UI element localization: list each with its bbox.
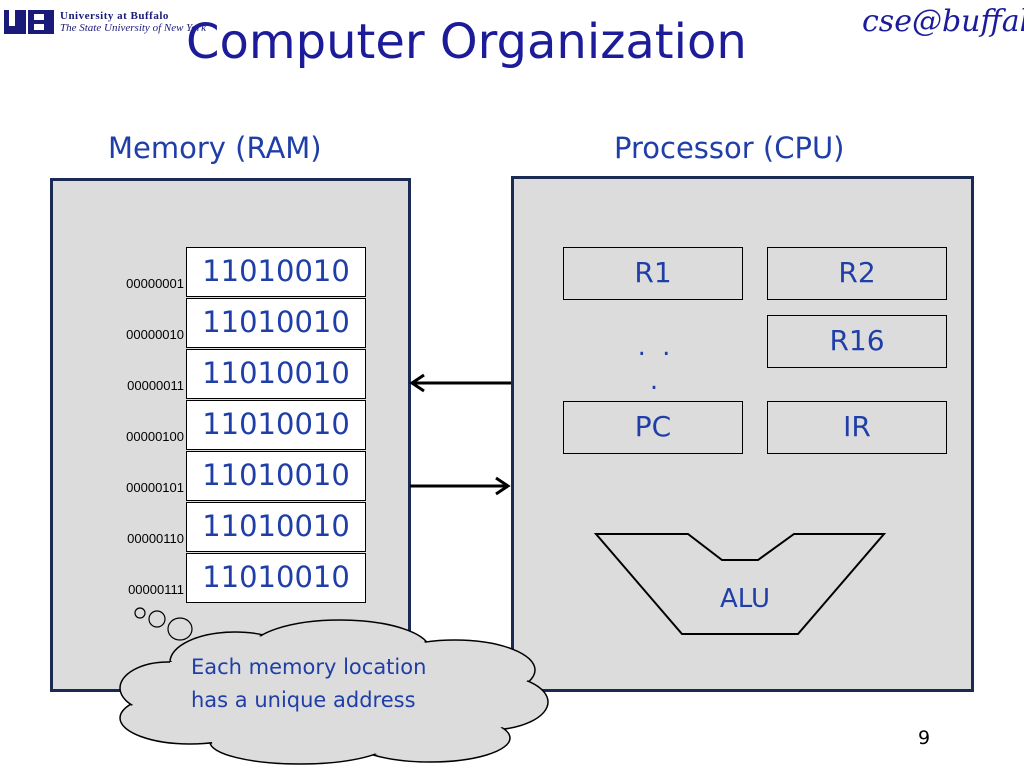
register-r2: R2 [767,247,947,300]
processor-heading: Processor (CPU) [614,131,845,165]
register-pc: PC [563,401,743,454]
memory-cell-5: 11010010 [186,451,366,501]
callout-text: Each memory location has a unique addres… [191,655,427,712]
register-r16: R16 [767,315,947,368]
memory-address-1: 00000001 [126,276,184,291]
register-r1: R1 [563,247,743,300]
memory-cell-7: 11010010 [186,553,366,603]
memory-cell-6: 11010010 [186,502,366,552]
ub-subtitle: The State University of New York [60,22,206,34]
memory-heading: Memory (RAM) [108,131,322,165]
register-ellipsis: . . . [637,332,675,396]
alu-label: ALU [720,584,771,614]
arrow-to-memory-head [409,373,425,393]
ub-name: University at Buffalo [60,10,169,22]
cse-buffalo-logo: cse@buffalo [862,4,1024,39]
memory-address-5: 00000101 [126,480,184,495]
memory-address-3: 00000011 [127,378,184,393]
memory-cell-4: 11010010 [186,400,366,450]
memory-address-2: 00000010 [126,327,184,342]
memory-address-7: 00000111 [128,582,184,597]
memory-cell-2: 11010010 [186,298,366,348]
memory-cell-1: 11010010 [186,247,366,297]
thought-cloud [119,607,549,765]
memory-address-6: 00000110 [127,531,184,546]
slide-title: Computer Organization [186,14,747,70]
memory-address-4: 00000100 [126,429,184,444]
memory-cell-3: 11010010 [186,349,366,399]
page-number: 9 [918,727,931,749]
register-ir: IR [767,401,947,454]
alu-shape [593,533,887,635]
ub-logo-icon [4,10,54,34]
bus-arrows [409,373,511,496]
arrow-to-cpu-head [495,476,511,496]
